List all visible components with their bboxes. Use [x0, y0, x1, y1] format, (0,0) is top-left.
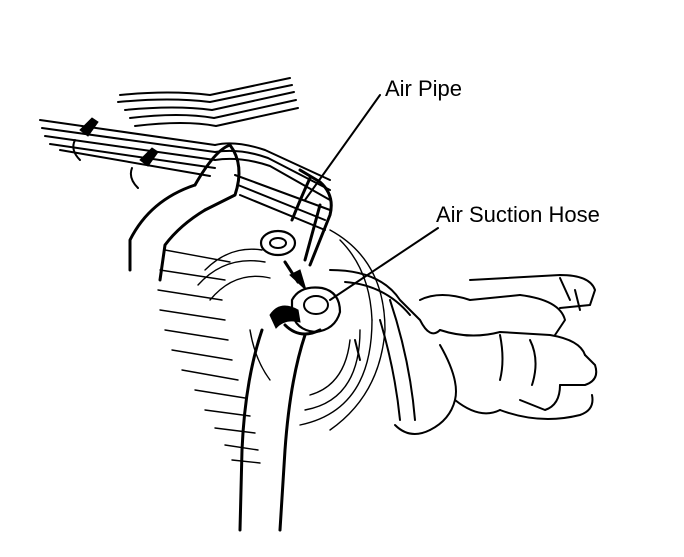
air-pipe-label: Air Pipe — [385, 76, 463, 101]
air-pipe-part — [259, 168, 333, 267]
leader-lines — [304, 94, 439, 301]
air-suction-hose-part — [238, 286, 342, 532]
tube-clips — [72, 117, 159, 189]
upper-tubes — [39, 77, 331, 231]
air-suction-hose-label: Air Suction Hose — [436, 202, 600, 227]
housing-rings — [197, 229, 386, 431]
right-bracket-assembly — [329, 269, 598, 435]
left-large-hose — [128, 143, 241, 282]
engine-block-ribs — [157, 249, 261, 464]
connection-arrow — [283, 260, 308, 292]
air-suction-hose-leader — [329, 227, 439, 301]
air-pipe-leader — [304, 94, 381, 201]
